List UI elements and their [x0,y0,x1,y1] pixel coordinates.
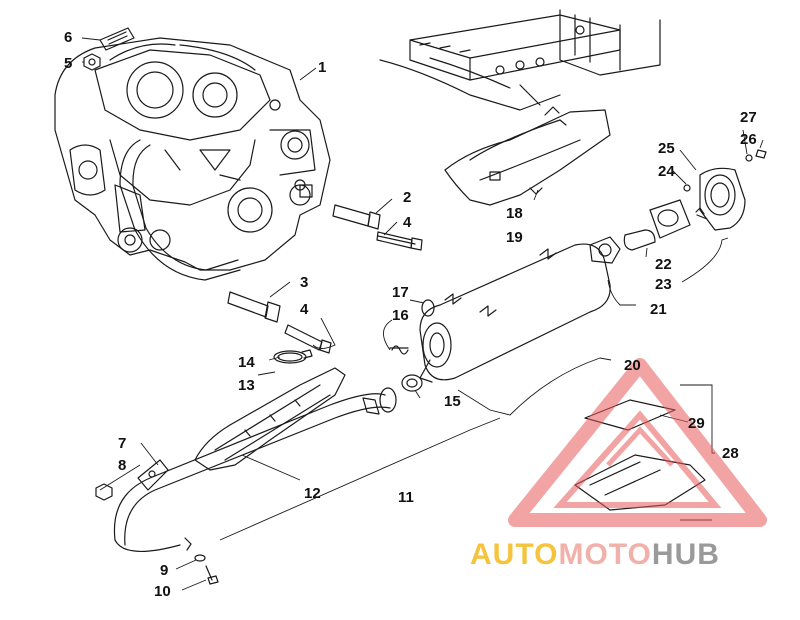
callout-8[interactable]: 8 [118,457,127,474]
watermark-logo [508,358,767,527]
callout-13[interactable]: 13 [238,377,255,394]
callout-14[interactable]: 14 [238,354,255,371]
callout-26[interactable]: 26 [740,131,757,148]
callout-20[interactable]: 20 [624,357,641,374]
watermark-text-moto: MOTO [558,538,652,571]
gasket-part-15 [401,374,423,392]
callout-16[interactable]: 16 [392,307,409,324]
lower-heat-shield [194,367,346,471]
washer-part-9 [194,554,206,562]
callout-4-upper[interactable]: 4 [403,214,412,231]
callout-2[interactable]: 2 [403,189,412,206]
spring-part-17 [421,299,435,317]
spark-arrestor-cap [699,167,746,231]
callout-6[interactable]: 6 [64,29,73,46]
skid-plate-part-28 [574,454,706,511]
callout-23[interactable]: 23 [655,276,672,293]
stud-part-3 [227,291,281,323]
exhaust-pipe [113,387,397,553]
callout-7[interactable]: 7 [118,435,127,452]
callout-25[interactable]: 25 [658,140,675,157]
callout-22[interactable]: 22 [655,256,672,273]
bolt-part-10 [205,565,219,585]
callout-1[interactable]: 1 [318,59,327,76]
callout-24[interactable]: 24 [658,163,675,180]
decal-label [99,27,135,51]
callout-28[interactable]: 28 [722,445,739,462]
engine-assembly [54,37,331,281]
watermark-text: AUTOMOTOHUB [470,540,720,570]
bolt-part-8 [95,483,113,501]
callout-29[interactable]: 29 [688,415,705,432]
upper-heat-shield [444,106,611,206]
small-bolts-23-26-27 [683,149,767,220]
bolt-part-4-upper [376,231,423,251]
bolt-part-4-lower [284,324,332,354]
leader-lines [81,37,764,591]
callout-27[interactable]: 27 [740,109,757,126]
watermark-text-hub: HUB [651,538,720,571]
callout-15[interactable]: 15 [444,393,461,410]
callout-11[interactable]: 11 [398,489,414,506]
tailpipe-part-22 [623,199,691,251]
callout-17[interactable]: 17 [392,284,409,301]
clamp-part-14 [273,349,313,364]
callout-9[interactable]: 9 [160,562,169,579]
callout-12[interactable]: 12 [304,485,321,502]
gasket-part-16 [389,345,409,355]
callout-3[interactable]: 3 [300,274,309,291]
nut-part-5 [83,53,101,71]
callout-18[interactable]: 18 [506,205,523,222]
callout-4-lower[interactable]: 4 [300,301,309,318]
callout-10[interactable]: 10 [154,583,171,600]
muffler [419,243,611,383]
callout-21[interactable]: 21 [650,301,667,318]
callout-5[interactable]: 5 [64,55,73,72]
watermark-text-auto: AUTO [470,538,559,571]
frame-section [379,9,661,111]
bracket-part-7 [137,459,169,491]
callout-19[interactable]: 19 [506,229,523,246]
tailpipe-flange-gasket [589,236,621,264]
stud-part-2 [332,204,381,230]
